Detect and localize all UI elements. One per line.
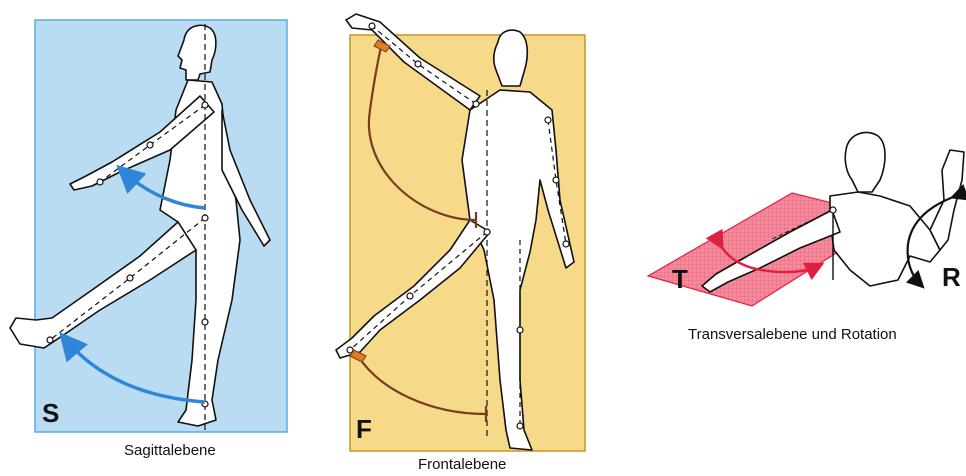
sagittal-caption: Sagittalebene bbox=[124, 442, 216, 459]
sagittal-panel bbox=[10, 20, 287, 432]
rotation-letter: R bbox=[942, 262, 961, 293]
sagittal-letter: S bbox=[42, 398, 59, 429]
frontal-caption: Frontalebene bbox=[418, 456, 506, 473]
sagittal-plane bbox=[35, 20, 287, 432]
transversal-letter: T bbox=[672, 264, 688, 295]
transversal-panel bbox=[648, 132, 964, 306]
frontal-letter: F bbox=[356, 414, 372, 445]
frontal-panel bbox=[336, 14, 585, 451]
transversal-caption: Transversalebene und Rotation bbox=[688, 326, 897, 343]
